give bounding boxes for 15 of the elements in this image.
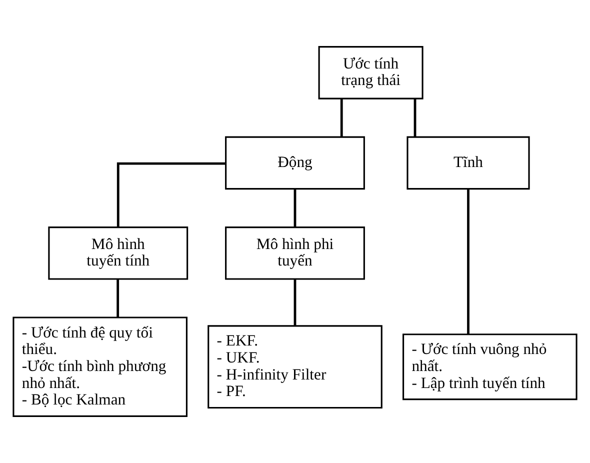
node-box: Ước tính trạng thái — [318, 46, 424, 100]
node-box: Tĩnh — [406, 136, 530, 190]
node-box: - Ước tính vuông nhỏ nhất. - Lập trình tuyến tính — [402, 334, 578, 400]
connector — [116, 280, 120, 318]
connector — [340, 98, 343, 137]
connector — [467, 189, 470, 334]
connector — [294, 189, 296, 228]
node-box: Động — [225, 136, 365, 190]
connector — [294, 280, 296, 326]
node-box: Mô hình tuyến tính — [48, 226, 188, 280]
connector — [116, 162, 226, 228]
connector — [414, 98, 416, 137]
node-box: - Ước tính đệ quy tối thiểu. -Ước tính bình phương nhỏ nhất. - Bộ lọc Kalman — [12, 316, 188, 417]
node-box: Mô hình phi tuyến — [225, 226, 365, 280]
node-box: - EKF. - UKF. - H-infinity Filter - PF. — [208, 325, 382, 409]
